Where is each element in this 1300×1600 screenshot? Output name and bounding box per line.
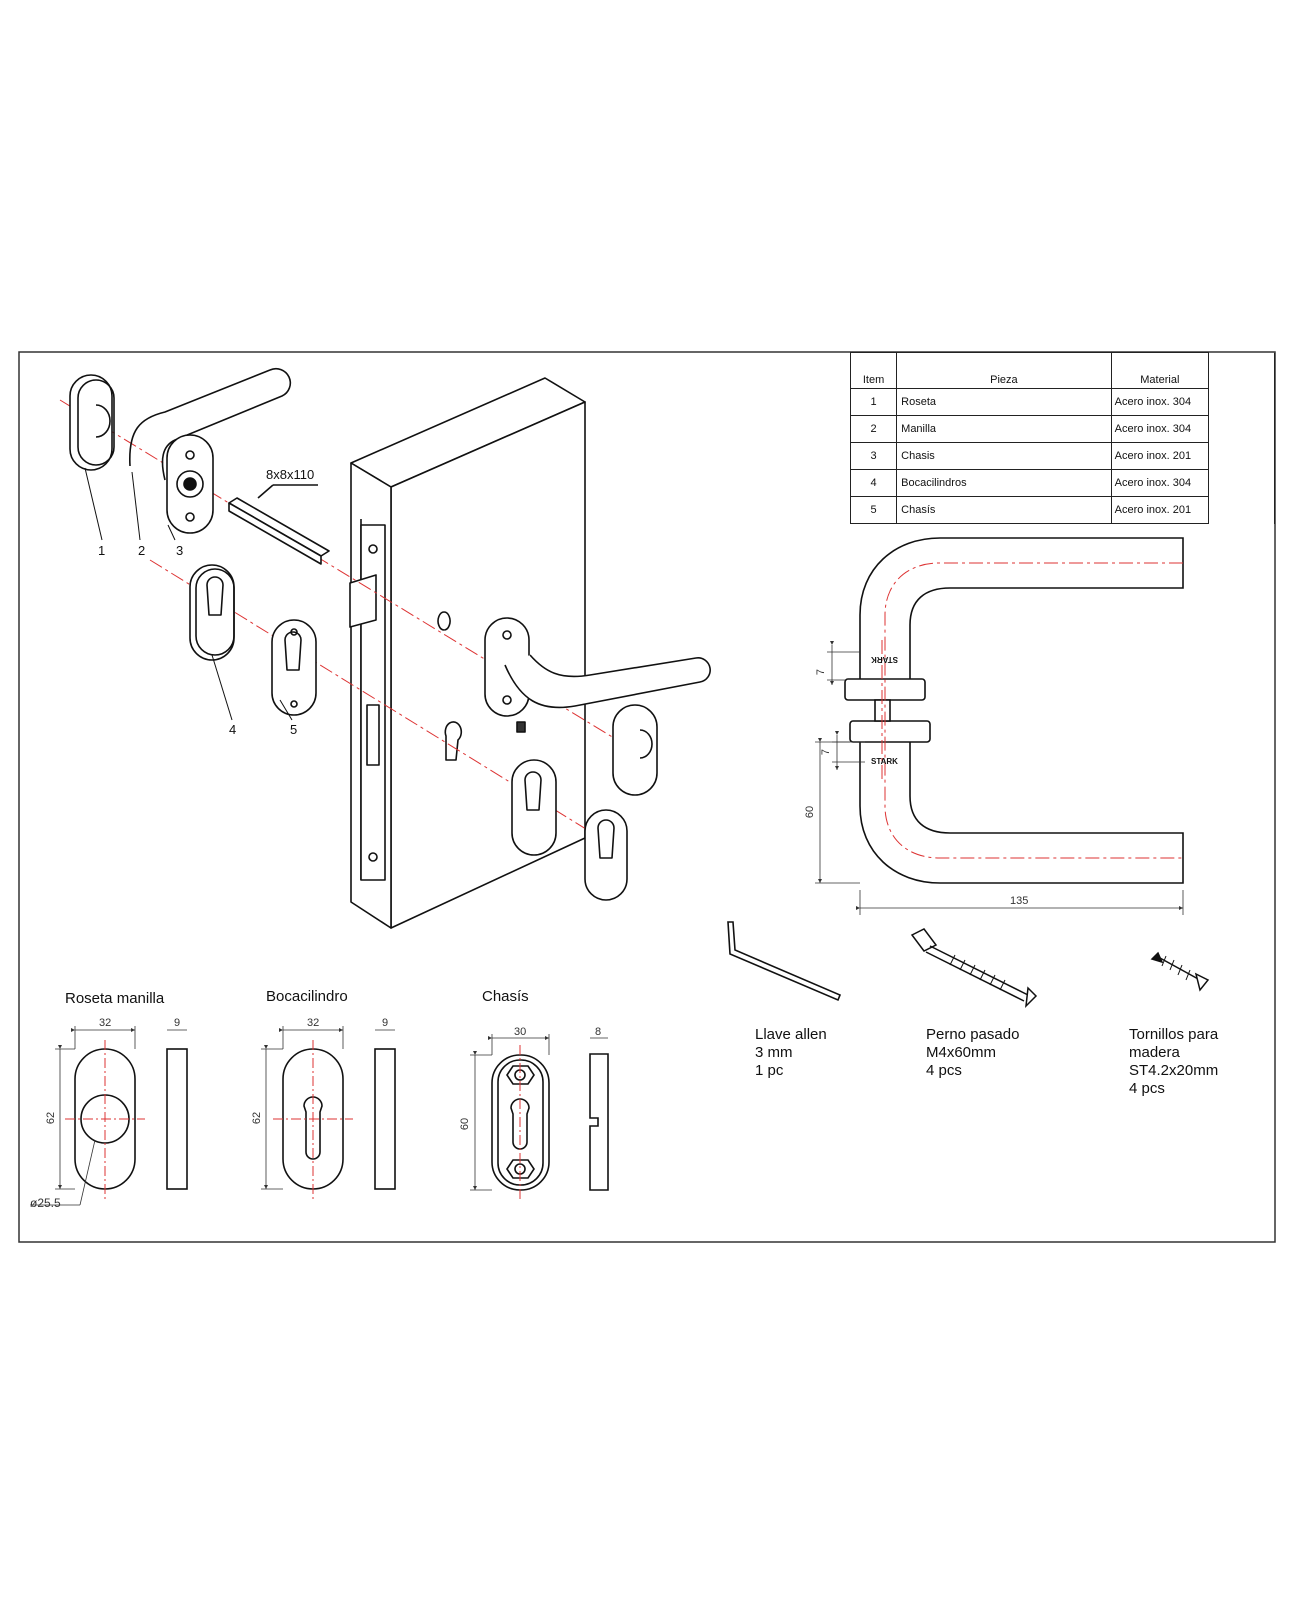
- callout-leaders: [84, 467, 293, 721]
- callout-3: 3: [176, 543, 184, 558]
- callout-5: 5: [290, 722, 298, 737]
- part-2-manilla-left: [129, 367, 292, 481]
- accessory-through-bolt: [910, 928, 1038, 1009]
- table-row: 5 Chasís Acero inox. 201: [849, 496, 1275, 524]
- detail-title-chasis: Chasís: [482, 988, 529, 1005]
- detail-title-roseta-manilla: Roseta manilla: [65, 990, 165, 1007]
- bom-spacer: [1208, 496, 1275, 524]
- spindle-size-label: 8x8x110: [266, 467, 315, 482]
- detail-roseta-manilla: [30, 1026, 188, 1206]
- bom-header-row: Item Pieza Material: [849, 352, 1275, 389]
- bom-part: Bocacilindros: [896, 469, 1112, 497]
- exploded-assembly-view: [59, 367, 711, 929]
- bom-material: Acero inox. 304: [1110, 388, 1210, 416]
- accessory-caption-allen-key: Llave allen 3 mm 1 pc: [755, 1026, 827, 1079]
- bom-spacer: [1208, 388, 1275, 416]
- dim-rose-thickness-top: 7: [815, 668, 828, 676]
- callout-2: 2: [138, 543, 146, 558]
- handle-lower-outline: [859, 739, 1184, 884]
- dim-roseta-diameter: ø25.5: [30, 1196, 61, 1210]
- dim-handle-height: 60: [804, 805, 817, 819]
- dim-bocacilindro-height: 62: [251, 1111, 264, 1125]
- part-2-manilla-right: [504, 654, 711, 709]
- part-1-roseta: [69, 374, 115, 471]
- handle-upper-outline: [859, 537, 1184, 681]
- accessory-caption-wood-screw: Tornillos para madera ST4.2x20mm 4 pcs: [1129, 1026, 1219, 1097]
- part-5-chasis: [271, 619, 317, 716]
- bom-part: Roseta: [896, 388, 1112, 416]
- bom-spacer: [1208, 415, 1275, 443]
- bom-item: 5: [849, 496, 898, 524]
- bom-item: 4: [849, 469, 898, 497]
- bom-material: Acero inox. 304: [1110, 415, 1210, 443]
- accessory-caption-through-bolt: Perno pasado M4x60mm 4 pcs: [926, 1026, 1020, 1079]
- accessory-wood-screw: [1150, 951, 1210, 992]
- part-1-roseta-right: [612, 704, 658, 796]
- rose-lower: [849, 720, 931, 743]
- bom-part: Chasis: [896, 442, 1112, 470]
- bom-material: Acero inox. 201: [1110, 442, 1210, 470]
- detail-chasis: [470, 1034, 609, 1200]
- bill-of-materials-table: Item Pieza Material 1 Roseta Acero inox.…: [849, 352, 1275, 524]
- callout-4: 4: [229, 722, 237, 737]
- dim-bocacilindro-width: 32: [307, 1017, 320, 1029]
- bom-spacer: [1208, 352, 1275, 389]
- table-row: 3 Chasis Acero inox. 201: [849, 442, 1275, 470]
- detail-title-bocacilindro: Bocacilindro: [266, 988, 348, 1005]
- dim-bocacilindro-thickness: 9: [382, 1017, 389, 1029]
- bom-spacer: [1208, 442, 1275, 470]
- dim-handle-length: 135: [1010, 895, 1029, 907]
- bom-header-item: Item: [849, 352, 898, 389]
- callout-1: 1: [98, 543, 106, 558]
- detail-bocacilindro: [261, 1026, 396, 1200]
- bom-header-part: Pieza: [896, 352, 1112, 389]
- bom-item: 2: [849, 415, 898, 443]
- dim-chasis-height: 60: [459, 1117, 472, 1131]
- dim-roseta-width: 32: [99, 1017, 112, 1029]
- dim-roseta-height: 62: [45, 1111, 58, 1125]
- bom-material: Acero inox. 201: [1110, 496, 1210, 524]
- part-5-chasis-right: [511, 759, 557, 856]
- bom-material: Acero inox. 304: [1110, 469, 1210, 497]
- bom-item: 1: [849, 388, 898, 416]
- part-4-bocacilindro-right: [584, 809, 628, 901]
- bom-item: 3: [849, 442, 898, 470]
- dim-chasis-width: 30: [514, 1026, 527, 1038]
- accessory-allen-key: [727, 921, 842, 1002]
- spindle-bar: [228, 484, 330, 565]
- table-row: 2 Manilla Acero inox. 304: [849, 415, 1275, 443]
- part-4-bocacilindro: [189, 564, 235, 661]
- table-row: 1 Roseta Acero inox. 304: [849, 388, 1275, 416]
- dim-rose-thickness-bottom: 7: [820, 748, 833, 756]
- brand-logo-bottom: STARK: [871, 757, 898, 766]
- part-3-chasis-left: [166, 434, 214, 534]
- bom-part: Manilla: [896, 415, 1112, 443]
- dim-chasis-thickness: 8: [595, 1026, 602, 1038]
- bom-part: Chasís: [896, 496, 1112, 524]
- handle-side-view: [815, 537, 1184, 915]
- drawing-frame: [18, 351, 1276, 1243]
- brand-logo-top: STARK: [871, 655, 898, 664]
- table-row: 4 Bocacilindros Acero inox. 304: [849, 469, 1275, 497]
- bom-header-material: Material: [1110, 352, 1210, 389]
- dim-roseta-thickness: 9: [174, 1017, 181, 1029]
- bom-spacer: [1208, 469, 1275, 497]
